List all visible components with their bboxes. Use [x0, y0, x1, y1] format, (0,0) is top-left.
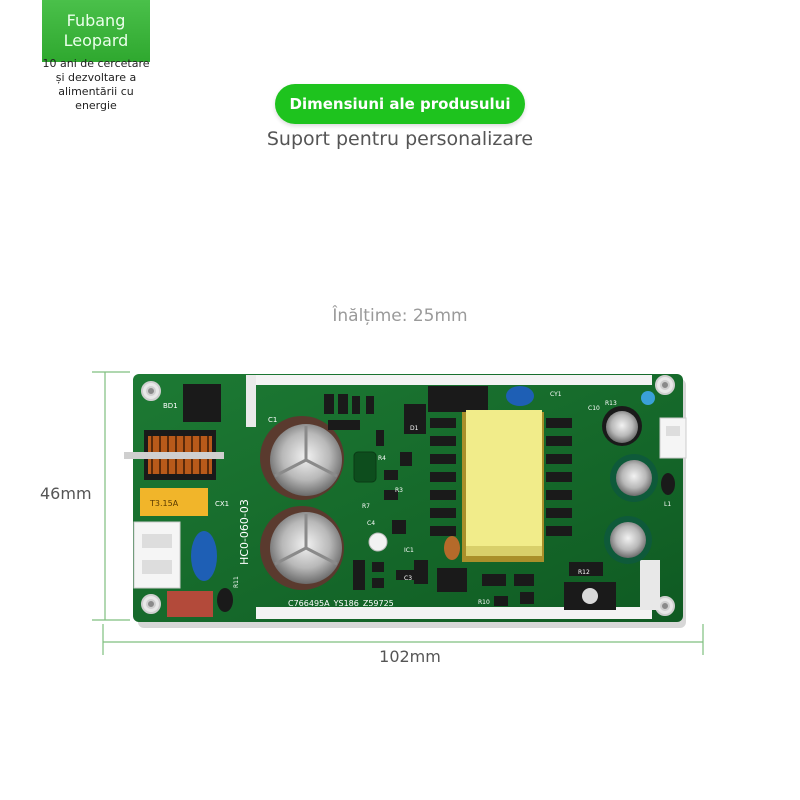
brand-line-2: Leopard — [63, 31, 129, 50]
svg-text:C1: C1 — [268, 416, 277, 424]
svg-text:C4: C4 — [367, 520, 375, 527]
brand-line-1: Fubang — [66, 11, 126, 30]
svg-text:R13: R13 — [605, 400, 617, 407]
svg-text:R7: R7 — [362, 503, 370, 510]
section-title-badge: Dimensiuni ale produsului — [275, 84, 525, 124]
bulk-capacitor-2 — [260, 506, 344, 590]
dimension-lines — [92, 371, 704, 655]
bridge-rectifier — [183, 384, 221, 422]
svg-text:R11: R11 — [233, 576, 240, 588]
output-connector — [659, 417, 687, 459]
inductor — [444, 536, 460, 560]
svg-text:C3: C3 — [404, 575, 412, 582]
input-connector — [133, 521, 181, 589]
brand-tagline: 10 ani de cercetare și dezvoltare a alim… — [42, 57, 150, 112]
svg-text:CY1: CY1 — [550, 391, 562, 398]
section-subtitle: Suport pentru personalizare — [266, 128, 534, 150]
width-dimension: 46mm — [40, 484, 92, 503]
transformer — [466, 410, 542, 552]
heatsink-fins — [430, 418, 572, 536]
svg-text:D1: D1 — [410, 425, 419, 432]
bulk-capacitor-1 — [260, 416, 344, 500]
svg-text:R3: R3 — [395, 487, 403, 494]
common-mode-choke — [124, 430, 224, 480]
small-capacitor — [368, 532, 388, 552]
pcb-serial-text: C766495A_YS186_Z59725 — [288, 599, 394, 608]
svg-text:BD1: BD1 — [163, 402, 178, 410]
mounting-holes — [141, 375, 675, 616]
output-capacitor-2 — [610, 454, 658, 502]
height-dimension: Înălțime: 25mm — [332, 306, 468, 326]
top-heatsink — [256, 375, 652, 385]
brand-logo: Fubang Leopard — [42, 0, 150, 62]
fuse — [140, 488, 208, 516]
output-capacitor-3 — [604, 516, 652, 564]
smd-components — [324, 394, 603, 606]
svg-text:R4: R4 — [378, 455, 386, 462]
output-capacitor-1 — [602, 406, 642, 446]
length-dimension: 102mm — [379, 647, 441, 666]
mosfet — [428, 386, 488, 412]
y-capacitor — [191, 531, 217, 581]
svg-text:T3.15A: T3.15A — [149, 499, 179, 508]
svg-text:CX1: CX1 — [215, 500, 229, 508]
thermistor — [167, 591, 213, 617]
bottom-heatsink — [256, 607, 652, 619]
y-capacitor-2 — [506, 386, 534, 406]
pcb-model-text: HC0-060-03 — [238, 499, 251, 565]
led — [641, 391, 655, 405]
svg-text:C10: C10 — [588, 405, 600, 412]
svg-text:R12: R12 — [578, 569, 590, 576]
svg-text:L1: L1 — [664, 501, 671, 508]
svg-text:IC1: IC1 — [404, 547, 414, 554]
svg-text:R10: R10 — [478, 599, 490, 606]
